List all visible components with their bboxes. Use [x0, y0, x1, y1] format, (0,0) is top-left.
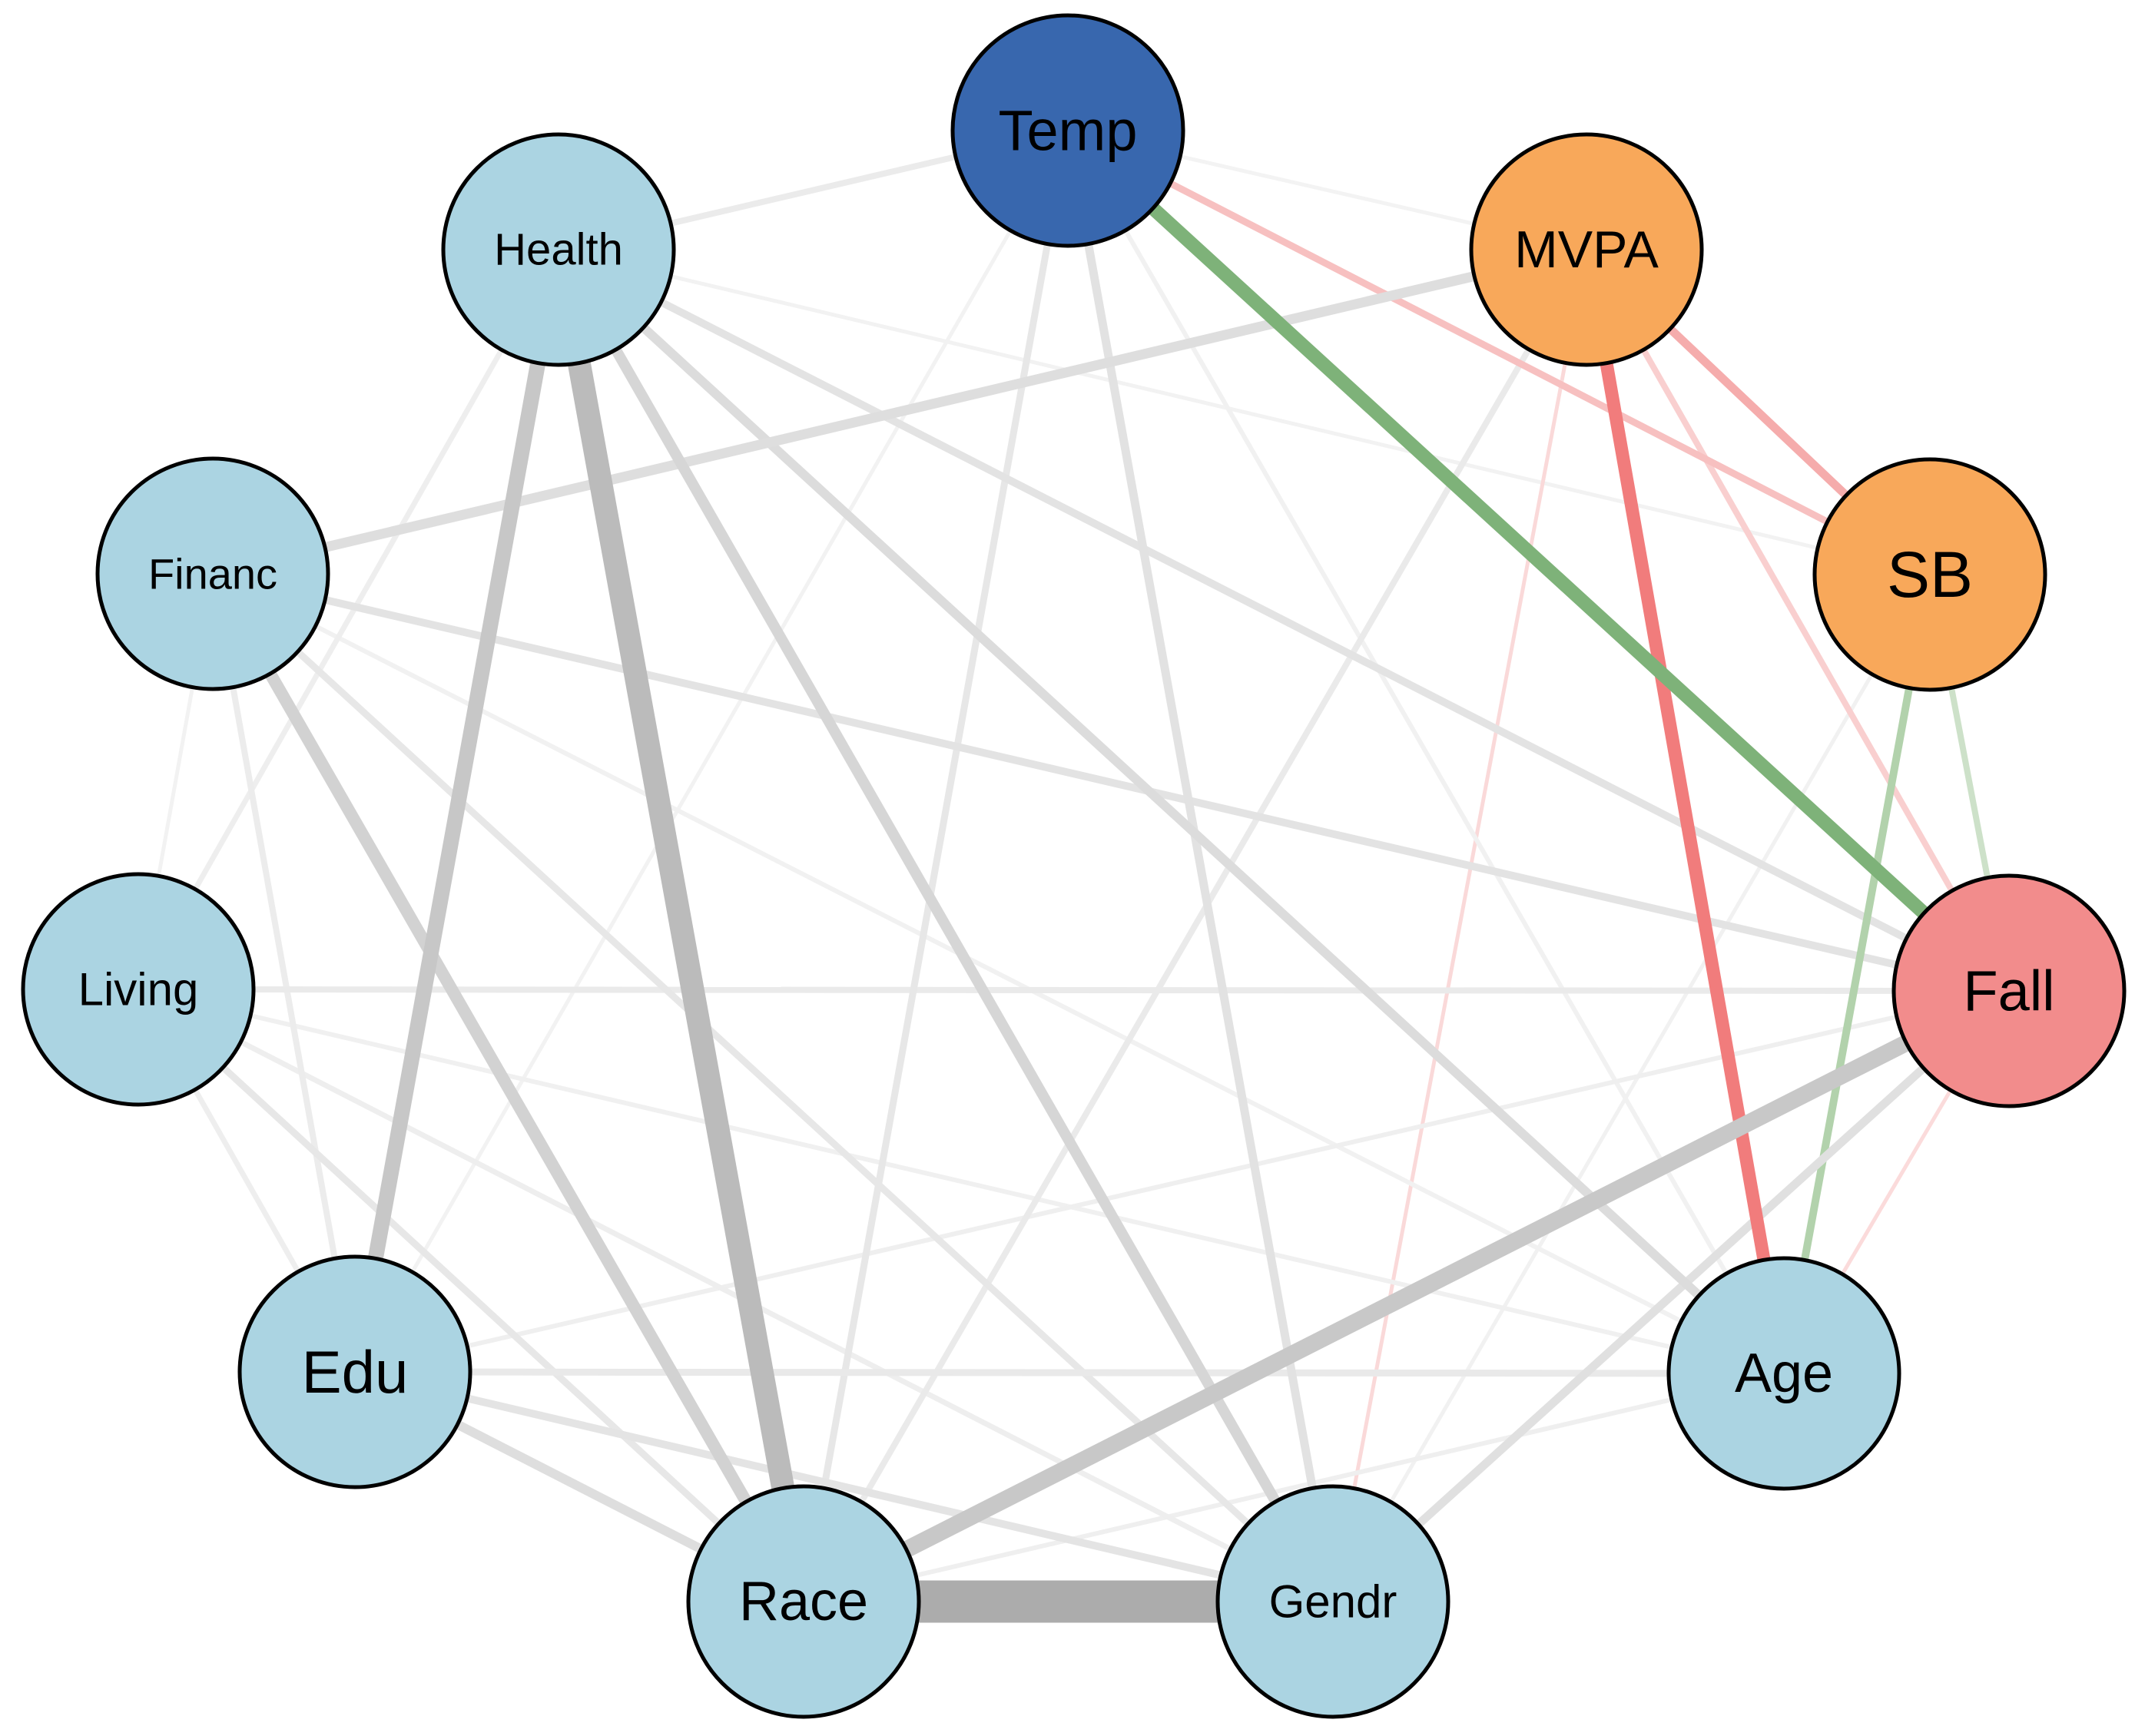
node-Health: Health [441, 132, 676, 367]
edge-MVPA-Race [801, 247, 1590, 1604]
edge-Temp-Race [800, 130, 1072, 1602]
edge-Health-Edu [347, 248, 566, 1373]
node-Living: Living [21, 872, 256, 1107]
node-label-Edu: Edu [302, 1338, 409, 1406]
edge-Living-Race [135, 986, 807, 1605]
edge-Living-Gendr [137, 986, 1334, 1605]
node-label-Temp: Temp [999, 99, 1138, 163]
edge-Health-Gendr [553, 247, 1338, 1605]
node-Gendr: Gendr [1215, 1484, 1450, 1719]
node-label-SB: SB [1887, 538, 1973, 611]
edge-Race-Age [803, 1371, 1785, 1604]
node-label-Gendr: Gendr [1269, 1576, 1397, 1628]
node-label-Living: Living [78, 964, 199, 1015]
node-label-Age: Age [1735, 1343, 1833, 1404]
node-Race: Race [686, 1484, 921, 1719]
node-Financ: Financ [95, 456, 330, 691]
node-circle-Race [686, 1484, 921, 1719]
node-circle-Living [21, 872, 256, 1107]
edge-MVPA-Gendr [1331, 249, 1589, 1602]
node-Edu: Edu [237, 1254, 472, 1489]
node-label-Financ: Financ [148, 550, 277, 598]
node-circle-SB [1812, 457, 2047, 692]
edge-Health-Fall [556, 246, 2011, 995]
node-circle-Gendr [1215, 1484, 1450, 1719]
node-label-MVPA: MVPA [1514, 220, 1659, 279]
edge-Race-Fall [800, 983, 2013, 1609]
node-circle-Health [441, 132, 676, 367]
edge-Gendr-SB [1331, 573, 1932, 1603]
node-label-Fall: Fall [1963, 959, 2054, 1023]
edge-SB-Age [1780, 574, 1934, 1374]
node-MVPA: MVPA [1469, 132, 1704, 367]
edge-Temp-SB [1066, 127, 1932, 578]
node-circle-Temp [950, 13, 1185, 248]
edge-Financ-Race [207, 571, 809, 1605]
node-Age: Age [1666, 1256, 1901, 1491]
edge-layer [135, 125, 2014, 1623]
edge-Temp-Edu [353, 129, 1070, 1373]
node-Temp: Temp [950, 13, 1185, 248]
edge-Edu-Gendr [353, 1368, 1334, 1605]
edge-Financ-MVPA [211, 244, 1588, 579]
node-circle-Age [1666, 1256, 1901, 1491]
edge-MVPA-Fall [1583, 248, 2012, 992]
edge-Edu-Age [354, 1368, 1785, 1377]
node-circle-Fall [1891, 873, 2127, 1108]
node-circle-Edu [237, 1254, 472, 1489]
edge-Financ-Edu [210, 573, 358, 1373]
node-circle-Financ [95, 456, 330, 691]
edge-Temp-Fall [1063, 125, 2014, 996]
edge-Gendr-Fall [1330, 987, 2012, 1605]
edge-Living-Health [135, 248, 562, 991]
edge-MVPA-Age [1580, 248, 1791, 1375]
edge-Health-SB [558, 247, 1931, 577]
edge-Health-Age [555, 246, 1788, 1377]
edge-Health-Race [547, 247, 815, 1604]
node-SB: SB [1812, 457, 2047, 692]
node-Fall: Fall [1891, 873, 2127, 1108]
node-label-Race: Race [739, 1571, 868, 1632]
node-label-Health: Health [494, 225, 623, 275]
node-circle-MVPA [1469, 132, 1704, 367]
